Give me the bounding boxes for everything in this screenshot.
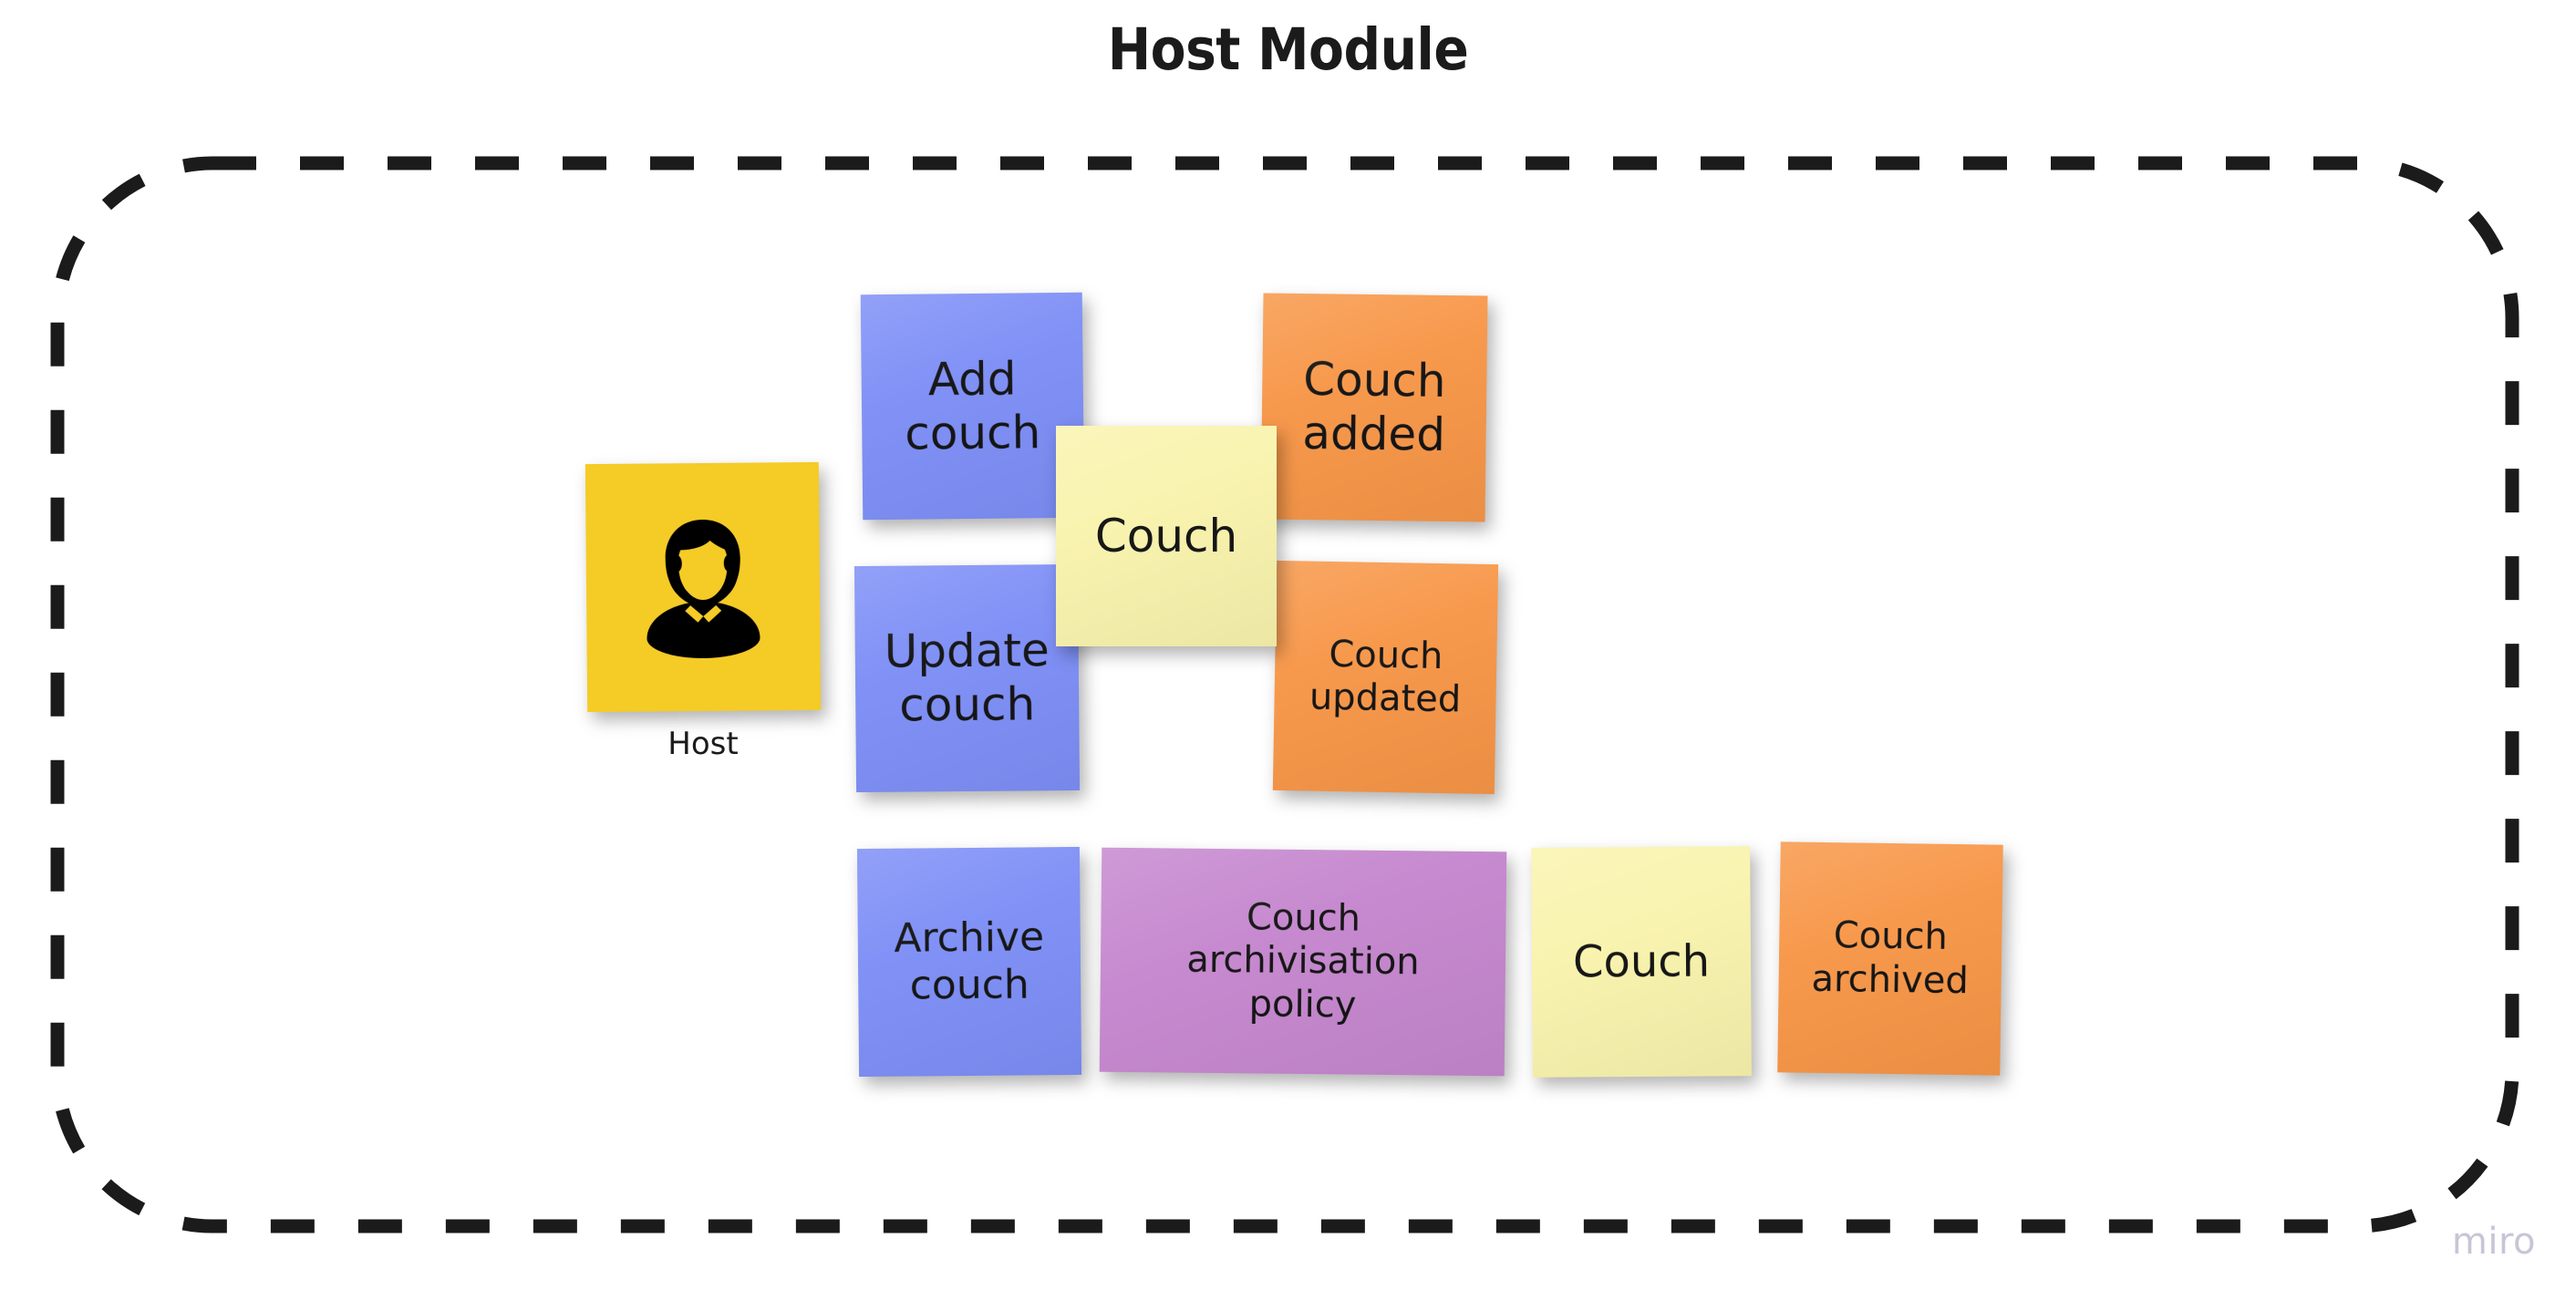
sticky-note-text: Update couch xyxy=(884,624,1050,732)
sticky-note-couch-aggregate-2[interactable]: Couch xyxy=(1531,846,1752,1078)
sticky-note-text: Couch updated xyxy=(1309,633,1462,721)
sticky-note-couch-aggregate-1[interactable]: Couch xyxy=(1056,426,1277,646)
sticky-note-text: Couch archivisation policy xyxy=(1186,896,1420,1027)
sticky-note-archivisation-policy[interactable]: Couch archivisation policy xyxy=(1099,847,1507,1077)
sticky-note-couch-added[interactable]: Couch added xyxy=(1260,293,1488,522)
sticky-note-couch-updated[interactable]: Couch updated xyxy=(1272,560,1499,795)
sticky-note-text: Couch archived xyxy=(1811,914,1970,1002)
sticky-note-text: Couch added xyxy=(1301,353,1446,461)
sticky-note-text: Add couch xyxy=(905,351,1041,460)
person-avatar-icon xyxy=(629,506,777,667)
sticky-note-text: Couch xyxy=(1094,509,1238,562)
sticky-note-text: Couch xyxy=(1572,935,1711,988)
sticky-note-update-couch[interactable]: Update couch xyxy=(853,563,1081,793)
sticky-note-couch-archived[interactable]: Couch archived xyxy=(1777,841,2003,1076)
sticky-note-add-couch[interactable]: Add couch xyxy=(860,292,1085,521)
actor-note-host[interactable] xyxy=(585,461,822,713)
sticky-note-text: Archive couch xyxy=(894,913,1045,1009)
actor-label-host: Host xyxy=(667,726,739,762)
sticky-note-archive-couch[interactable]: Archive couch xyxy=(856,846,1082,1078)
page-title: Host Module xyxy=(1107,16,1469,83)
miro-watermark: miro xyxy=(2451,1221,2536,1263)
